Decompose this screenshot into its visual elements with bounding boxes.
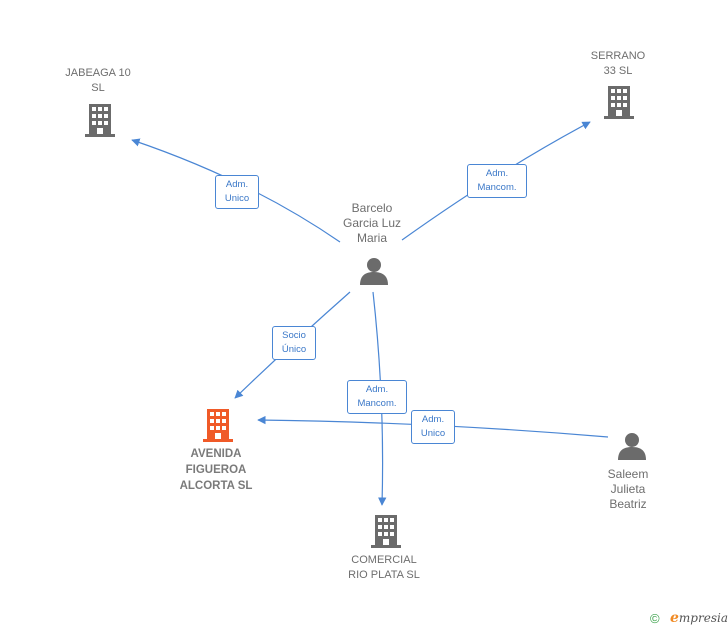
edge-label-line: Socio: [282, 330, 306, 341]
edge-label-line: Mancom.: [477, 182, 517, 193]
node-label-barcelo[interactable]: Barcelo Garcia Luz Maria: [322, 201, 422, 246]
node-label-line: SERRANO: [590, 50, 646, 62]
edge-label-line: Adm.: [421, 414, 445, 425]
node-label-jabeaga[interactable]: JABEAGA 10 SL: [48, 66, 148, 96]
node-label-line: SL: [91, 82, 105, 94]
edge-label-socio[interactable]: Socio Único: [272, 326, 316, 360]
edge-label-line: Adm.: [365, 384, 389, 395]
node-label-line: RIO PLATA SL: [348, 569, 420, 581]
building-icon[interactable]: [371, 515, 401, 548]
edge-label-line: Mancom.: [357, 398, 397, 409]
logo-letter: e: [670, 610, 679, 626]
node-label-line: Beatriz: [609, 497, 647, 511]
logo-text: mpresia: [678, 611, 728, 625]
copyright-symbol: ©: [650, 611, 660, 626]
node-label-line: COMERCIAL: [351, 554, 417, 566]
person-icon[interactable]: [618, 433, 646, 460]
node-label-line: JABEAGA 10: [65, 67, 131, 79]
node-label-line: ALCORTA SL: [179, 480, 253, 492]
edge-label-saleem[interactable]: Adm. Unico: [411, 410, 455, 444]
building-icon[interactable]: [604, 86, 634, 119]
empresia-logo: empresia: [670, 610, 728, 626]
edge-label-line: Adm.: [485, 168, 509, 179]
edge-label-line: Unico: [420, 428, 446, 439]
node-label-line: AVENIDA: [190, 448, 242, 460]
node-label-saleem[interactable]: Saleem Julieta Beatriz: [580, 467, 676, 512]
node-label-line: Barcelo: [351, 201, 393, 215]
building-icon[interactable]: [203, 409, 233, 442]
person-icon[interactable]: [360, 258, 388, 285]
node-label-avenida[interactable]: AVENIDA FIGUEROA ALCORTA SL: [160, 446, 272, 494]
node-label-line: Saleem: [607, 467, 649, 481]
edge-label-comercial[interactable]: Adm. Mancom.: [347, 380, 407, 414]
edge-label-line: Único: [281, 344, 307, 355]
edge-label-line: Unico: [224, 193, 250, 204]
edge-label-jabeaga[interactable]: Adm. Unico: [215, 175, 259, 209]
node-label-line: 33 SL: [603, 65, 633, 77]
node-label-serrano[interactable]: SERRANO 33 SL: [568, 49, 668, 79]
edge-label-serrano[interactable]: Adm. Mancom.: [467, 164, 527, 198]
node-label-line: Julieta: [610, 482, 646, 496]
node-label-line: FIGUEROA: [185, 464, 247, 476]
node-label-comercial[interactable]: COMERCIAL RIO PLATA SL: [329, 553, 439, 583]
node-label-line: Garcia Luz: [342, 216, 402, 230]
node-label-line: Maria: [356, 231, 387, 245]
edge-label-line: Adm.: [225, 179, 249, 190]
building-icon[interactable]: [85, 104, 115, 137]
